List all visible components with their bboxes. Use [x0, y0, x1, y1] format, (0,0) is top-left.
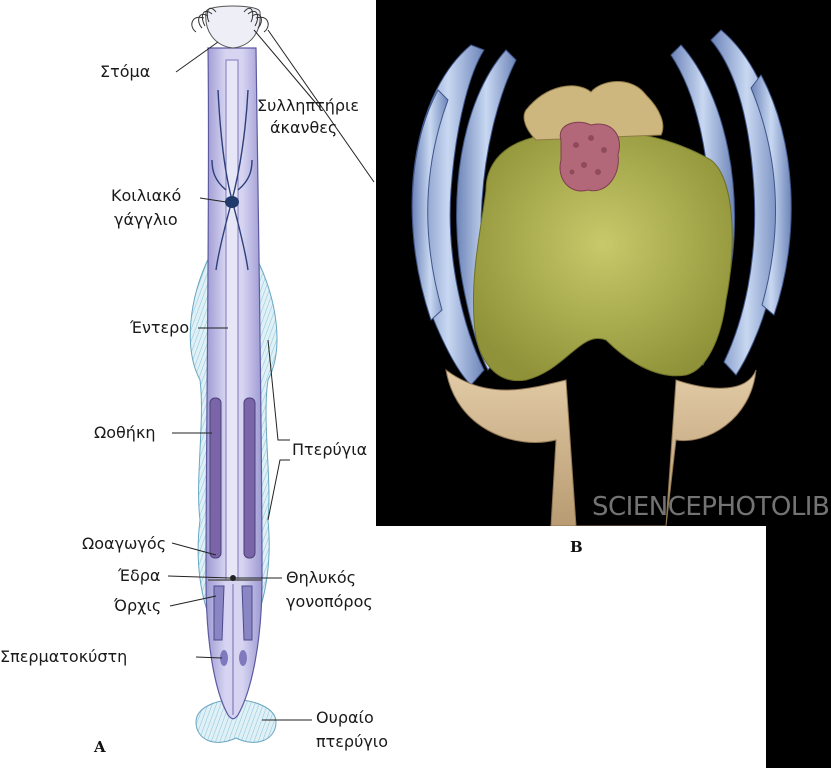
label-grasping-spines-line1: Συλληπτήριε [257, 96, 360, 115]
nerve-cords [211, 89, 253, 271]
label-oviduct: Ωοαγωγός [82, 534, 167, 553]
label-tail-fin-line2: πτερύγιο [316, 732, 388, 751]
mouth-region [559, 121, 620, 192]
sem-head-image [411, 29, 792, 526]
label-ventral-ganglion-line1: Κοιλιακό [111, 186, 182, 205]
label-fins: Πτερύγια [292, 440, 368, 459]
head [205, 5, 261, 49]
label-testis: Όρχις [114, 596, 162, 615]
ovary-left [209, 397, 222, 559]
testis-right [241, 585, 253, 641]
seminal-vesicle-left [220, 650, 228, 666]
label-ovary: Ωοθήκη [94, 423, 156, 442]
tail-fin [195, 699, 277, 743]
label-anus: Έδρα [118, 566, 161, 585]
chaetognath-schematic [167, 5, 375, 743]
panel-a-letter: A [94, 738, 106, 756]
label-female-gonopore-line2: γονοπόρος [286, 592, 373, 611]
panel-a-diagram: Στόμα Συλληπτήριε άκανθες Κοιλιακό γάγγλ… [0, 0, 388, 768]
ventral-ganglion [225, 196, 239, 208]
mouth-texture [569, 135, 607, 175]
black-background-strip [766, 526, 831, 768]
left-grasping-spines [411, 44, 517, 386]
label-female-gonopore-line1: Θηλυκός [286, 568, 357, 587]
label-tail-fin-line1: Ουραίο [316, 708, 374, 727]
watermark-text: SCIENCEPHOTOLIBRA [592, 492, 831, 522]
panel-b-micrograph: SCIENCEPHOTOLIBRA [376, 0, 831, 526]
label-grasping-spines-line2: άκανθες [270, 118, 338, 137]
head-crest [523, 81, 664, 141]
label-mouth: Στόμα [100, 62, 151, 81]
leader-lines [167, 29, 375, 721]
panel-b-letter: B [570, 538, 583, 556]
testis-left [213, 585, 225, 641]
anus [230, 575, 236, 581]
head-spines [191, 7, 269, 33]
seminal-vesicle-right [239, 650, 247, 666]
ovary-right [243, 397, 256, 559]
label-intestine: Έντερο [130, 318, 190, 337]
label-seminal-vesicle: Σπερματοκύστη [0, 647, 128, 666]
intestine [225, 59, 239, 581]
neck [445, 368, 757, 526]
label-ventral-ganglion-line2: γάγγλιο [114, 210, 178, 229]
